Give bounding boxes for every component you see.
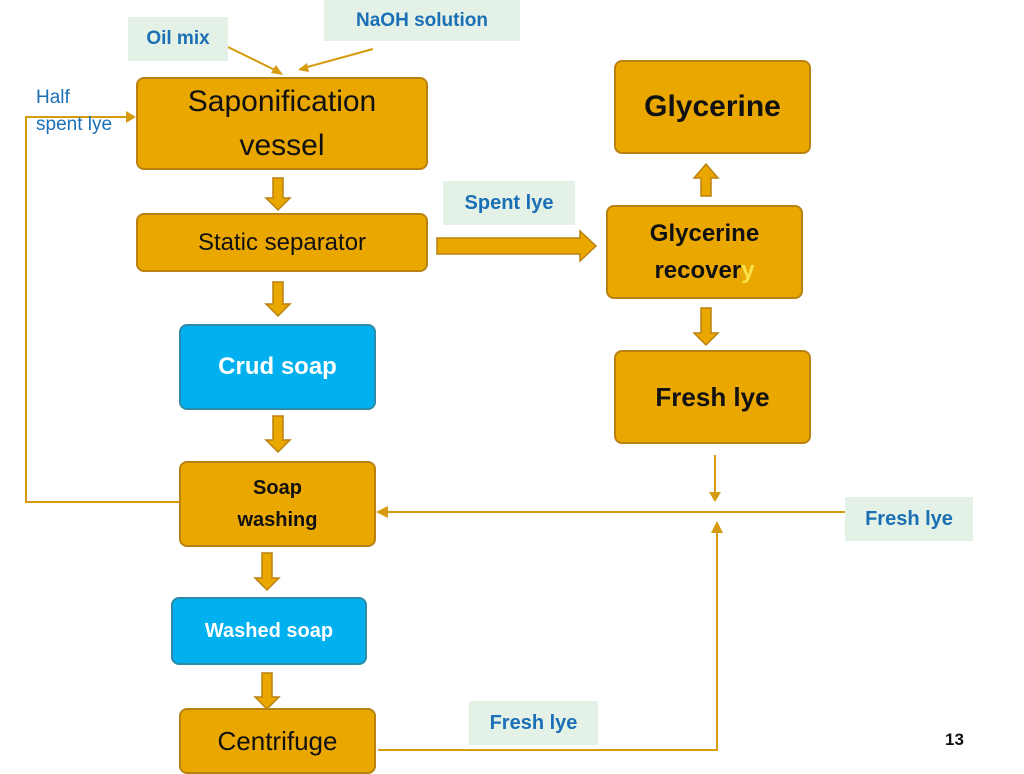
crud-soap-node: Crud soap xyxy=(179,324,376,410)
naoh-connector xyxy=(299,48,374,70)
arrow-crud-soap-to-washing xyxy=(264,415,292,454)
arrow-recovery-to-fresh-lye xyxy=(692,307,720,347)
fresh-lye-node-label: Fresh lye xyxy=(655,381,770,412)
arrow-recovery-to-glycerine xyxy=(692,162,720,197)
fresh-lye-right-label: Fresh lye xyxy=(845,497,973,541)
glycerine-recovery-tail: y xyxy=(741,257,755,284)
glycerine-recovery-main: Glycerine recover xyxy=(649,220,760,284)
page-number: 13 xyxy=(945,730,964,749)
spent-lye-label: Spent lye xyxy=(443,181,575,225)
oil-mix-text: Oil mix xyxy=(146,28,210,49)
half-spent-lye-line-2: spent lye xyxy=(36,114,113,135)
arrowhead-oil-mix xyxy=(271,65,283,75)
saponification-vessel-node: Saponification vessel xyxy=(136,77,428,170)
fresh-lye-bottom-text: Fresh lye xyxy=(489,711,578,734)
washed-soap-label: Washed soap xyxy=(204,619,334,642)
soap-washing-node: Soap washing xyxy=(179,461,376,547)
glycerine-recovery-node: Glycerine recovery xyxy=(606,205,803,299)
arrow-separator-to-recovery xyxy=(436,229,598,263)
arrowhead-centrifuge-return xyxy=(711,521,723,533)
centrifuge-return-line xyxy=(378,528,718,751)
soap-washing-label: Soap washing xyxy=(237,477,318,531)
saponification-vessel-label: Saponification vessel xyxy=(187,84,377,162)
oil-mix-label: Oil mix xyxy=(128,17,228,61)
half-spent-lye-line-1: Half xyxy=(36,87,70,108)
glycerine-node: Glycerine xyxy=(614,60,811,154)
arrowhead-fresh-lye-feed xyxy=(376,506,388,518)
fresh-lye-node: Fresh lye xyxy=(614,350,811,444)
glycerine-recovery-label: Glycerine recovery xyxy=(628,215,781,289)
static-separator-label: Static separator xyxy=(197,228,367,256)
static-separator-node: Static separator xyxy=(136,213,428,272)
arrow-washed-soap-to-centrifuge xyxy=(253,672,281,711)
half-spent-lye-return xyxy=(25,116,180,503)
washed-soap-node: Washed soap xyxy=(171,597,367,665)
half-spent-lye-label: Half spent lye xyxy=(36,84,112,138)
spent-lye-text: Spent lye xyxy=(464,191,554,214)
arrowhead-half-spent-lye xyxy=(126,111,136,123)
arrowhead-fresh-lye-drop xyxy=(709,492,721,502)
crud-soap-label: Crud soap xyxy=(218,353,337,380)
arrow-separator-to-crud-soap xyxy=(264,281,292,318)
fresh-lye-right-text: Fresh lye xyxy=(865,507,953,530)
centrifuge-node: Centrifuge xyxy=(179,708,376,774)
fresh-lye-bottom-label: Fresh lye xyxy=(469,701,598,745)
naoh-solution-label: NaOH solution xyxy=(324,0,520,41)
arrow-saponification-to-separator xyxy=(264,177,292,212)
naoh-solution-text: NaOH solution xyxy=(356,9,488,31)
glycerine-label: Glycerine xyxy=(644,90,781,123)
oil-mix-connector xyxy=(227,46,282,74)
arrowhead-naoh xyxy=(298,63,309,72)
centrifuge-label: Centrifuge xyxy=(217,725,338,756)
arrow-washing-to-washed-soap xyxy=(253,552,281,592)
